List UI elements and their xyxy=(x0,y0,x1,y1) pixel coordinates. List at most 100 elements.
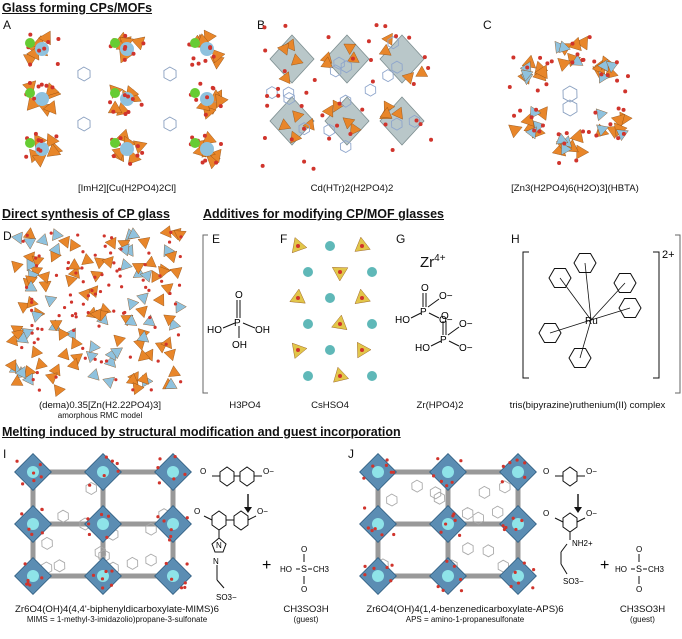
zr-core xyxy=(97,518,109,530)
oxygen-atom xyxy=(54,375,58,379)
linker-ring xyxy=(57,509,69,523)
oxygen-atom xyxy=(502,527,507,532)
e-p: P xyxy=(234,318,241,329)
i-plus: + xyxy=(262,557,271,574)
oxygen-atom xyxy=(38,463,42,467)
phosphate-tetrahedron xyxy=(381,32,393,46)
oxygen-atom xyxy=(218,104,223,109)
oxygen-atom xyxy=(128,355,132,359)
tetrahedron xyxy=(135,305,148,319)
chlorine-atom xyxy=(110,138,120,148)
tetrahedron xyxy=(125,372,139,385)
j-guest-ho: HO xyxy=(615,565,627,574)
oxygen-atom xyxy=(390,147,395,152)
oxygen-atom xyxy=(614,60,619,65)
oxygen-atom xyxy=(91,573,96,577)
oxygen-atom xyxy=(114,378,118,382)
oxygen-atom xyxy=(147,251,151,255)
oxygen-atom xyxy=(372,566,376,570)
oxygen-atom xyxy=(105,535,109,539)
linker-ring xyxy=(491,505,504,519)
i-guest-o2: O xyxy=(301,585,307,594)
tetrahedron xyxy=(136,372,149,385)
oxygen-atom xyxy=(123,33,128,38)
oxygen-atom xyxy=(37,48,42,53)
oxygen-atom xyxy=(203,158,208,163)
chlorine-atom xyxy=(190,138,200,148)
oxygen-atom xyxy=(196,61,201,66)
tetrahedron xyxy=(52,228,64,241)
oxygen-atom xyxy=(69,300,74,304)
oxygen-atom xyxy=(122,93,127,98)
oxygen-atom xyxy=(282,69,287,74)
oxygen-atom xyxy=(148,315,152,320)
oxygen-atom xyxy=(40,576,44,580)
oxygen-atom xyxy=(173,455,177,459)
tetrahedron xyxy=(138,349,151,362)
oxygen-atom xyxy=(179,235,183,239)
oxygen-atom xyxy=(162,519,166,523)
oxygen-atom xyxy=(158,457,162,461)
oxygen-atom xyxy=(544,82,549,87)
oxygen-atom xyxy=(32,341,36,345)
oxygen-atom xyxy=(311,166,316,171)
oxygen-atom xyxy=(450,480,454,484)
linker-ring xyxy=(433,491,446,505)
oxygen-atom xyxy=(102,473,106,478)
oxygen-atom xyxy=(185,562,189,566)
tetrahedron xyxy=(164,250,178,264)
oxygen-atom xyxy=(616,106,621,111)
oxygen-atom xyxy=(608,122,613,127)
oxygen-atom xyxy=(335,123,340,128)
j-nh2: NH2+ xyxy=(572,539,593,548)
phosphate-tetrahedron xyxy=(26,96,41,111)
oxygen-atom xyxy=(28,32,33,37)
oxygen-atom xyxy=(581,57,586,62)
oxygen-atom xyxy=(407,35,412,40)
phosphate-tetrahedron xyxy=(277,42,289,56)
oxygen-atom xyxy=(508,460,512,465)
benzotriazole-ring xyxy=(562,99,578,117)
g-om1: O− xyxy=(439,315,453,326)
oxygen-atom xyxy=(44,83,49,88)
oxygen-atom xyxy=(139,102,144,107)
pyrazine-ring xyxy=(613,273,637,293)
molecule-e: O P HO OH OH xyxy=(207,290,270,351)
oxygen-atom xyxy=(117,267,122,271)
panel-letter-a: A xyxy=(3,18,12,32)
oxygen-atom xyxy=(135,144,140,149)
oxygen-atom xyxy=(360,348,364,352)
oxygen-atom xyxy=(534,107,539,112)
phosphate-tetrahedron xyxy=(557,58,572,72)
phosphate-tetrahedron xyxy=(42,100,57,115)
zinc-tetrahedron xyxy=(595,108,608,122)
oxygen-atom xyxy=(26,578,30,583)
g-om3: O− xyxy=(459,343,473,354)
i-o-top-left: O xyxy=(200,467,206,476)
oxygen-atom xyxy=(265,103,270,108)
caption-c: [Zn3(H2PO4)6(H2O)3](HBTA) xyxy=(511,183,639,194)
metal-center xyxy=(120,142,134,156)
cadmium-octahedron xyxy=(269,96,315,146)
triazole-ring xyxy=(340,60,353,74)
oxygen-atom xyxy=(183,585,187,590)
structure-b xyxy=(260,23,434,171)
g-o2: O xyxy=(441,311,449,322)
oxygen-atom xyxy=(87,532,92,537)
i-o-bottom-right: O− xyxy=(257,507,268,516)
oxygen-atom xyxy=(32,479,36,483)
oxygen-atom xyxy=(366,39,371,44)
triazole-ring xyxy=(339,94,352,108)
phosphate-tetrahedron xyxy=(610,113,625,128)
oxygen-atom xyxy=(34,256,38,260)
zinc-tetrahedron xyxy=(558,40,571,53)
tetrahedron xyxy=(5,333,18,347)
oxygen-atom xyxy=(529,115,534,120)
oxygen-atom xyxy=(436,584,440,589)
oxygen-atom xyxy=(445,484,449,488)
tetrahedron xyxy=(163,348,176,362)
oxygen-atom xyxy=(112,261,116,265)
phosphate-tetrahedron xyxy=(207,148,222,164)
oxygen-atom xyxy=(194,97,199,102)
oxygen-atom xyxy=(68,293,73,297)
